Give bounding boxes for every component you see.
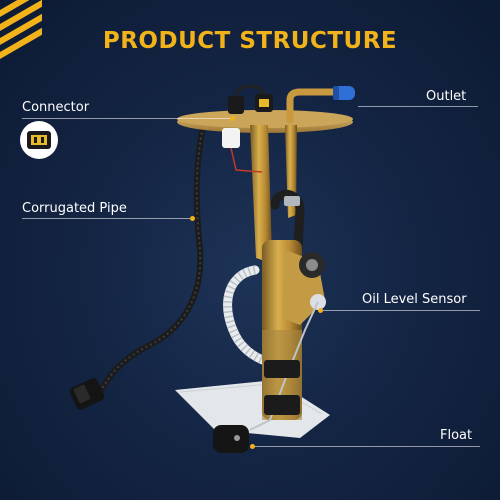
leader-corrugated-pipe	[22, 218, 192, 219]
leader-dot-float	[250, 444, 255, 449]
leader-dot-oil-level-sensor	[318, 308, 323, 313]
hazard-stripe-icon	[0, 0, 42, 70]
label-corrugated-pipe: Corrugated Pipe	[22, 201, 127, 216]
leader-float	[252, 446, 480, 447]
label-outlet: Outlet	[426, 89, 467, 104]
leader-connector	[22, 118, 232, 119]
connector-badge	[20, 121, 58, 159]
connector-plug-icon	[27, 131, 51, 149]
label-float: Float	[440, 428, 473, 443]
leader-dot-corrugated-pipe	[190, 216, 195, 221]
label-oil-level-sensor: Oil Level Sensor	[362, 292, 467, 307]
page-title: PRODUCT STRUCTURE	[102, 28, 398, 54]
leader-dot-connector	[230, 116, 235, 121]
leader-outlet	[358, 106, 478, 107]
label-connector: Connector	[22, 100, 90, 115]
leader-oil-level-sensor	[320, 310, 480, 311]
